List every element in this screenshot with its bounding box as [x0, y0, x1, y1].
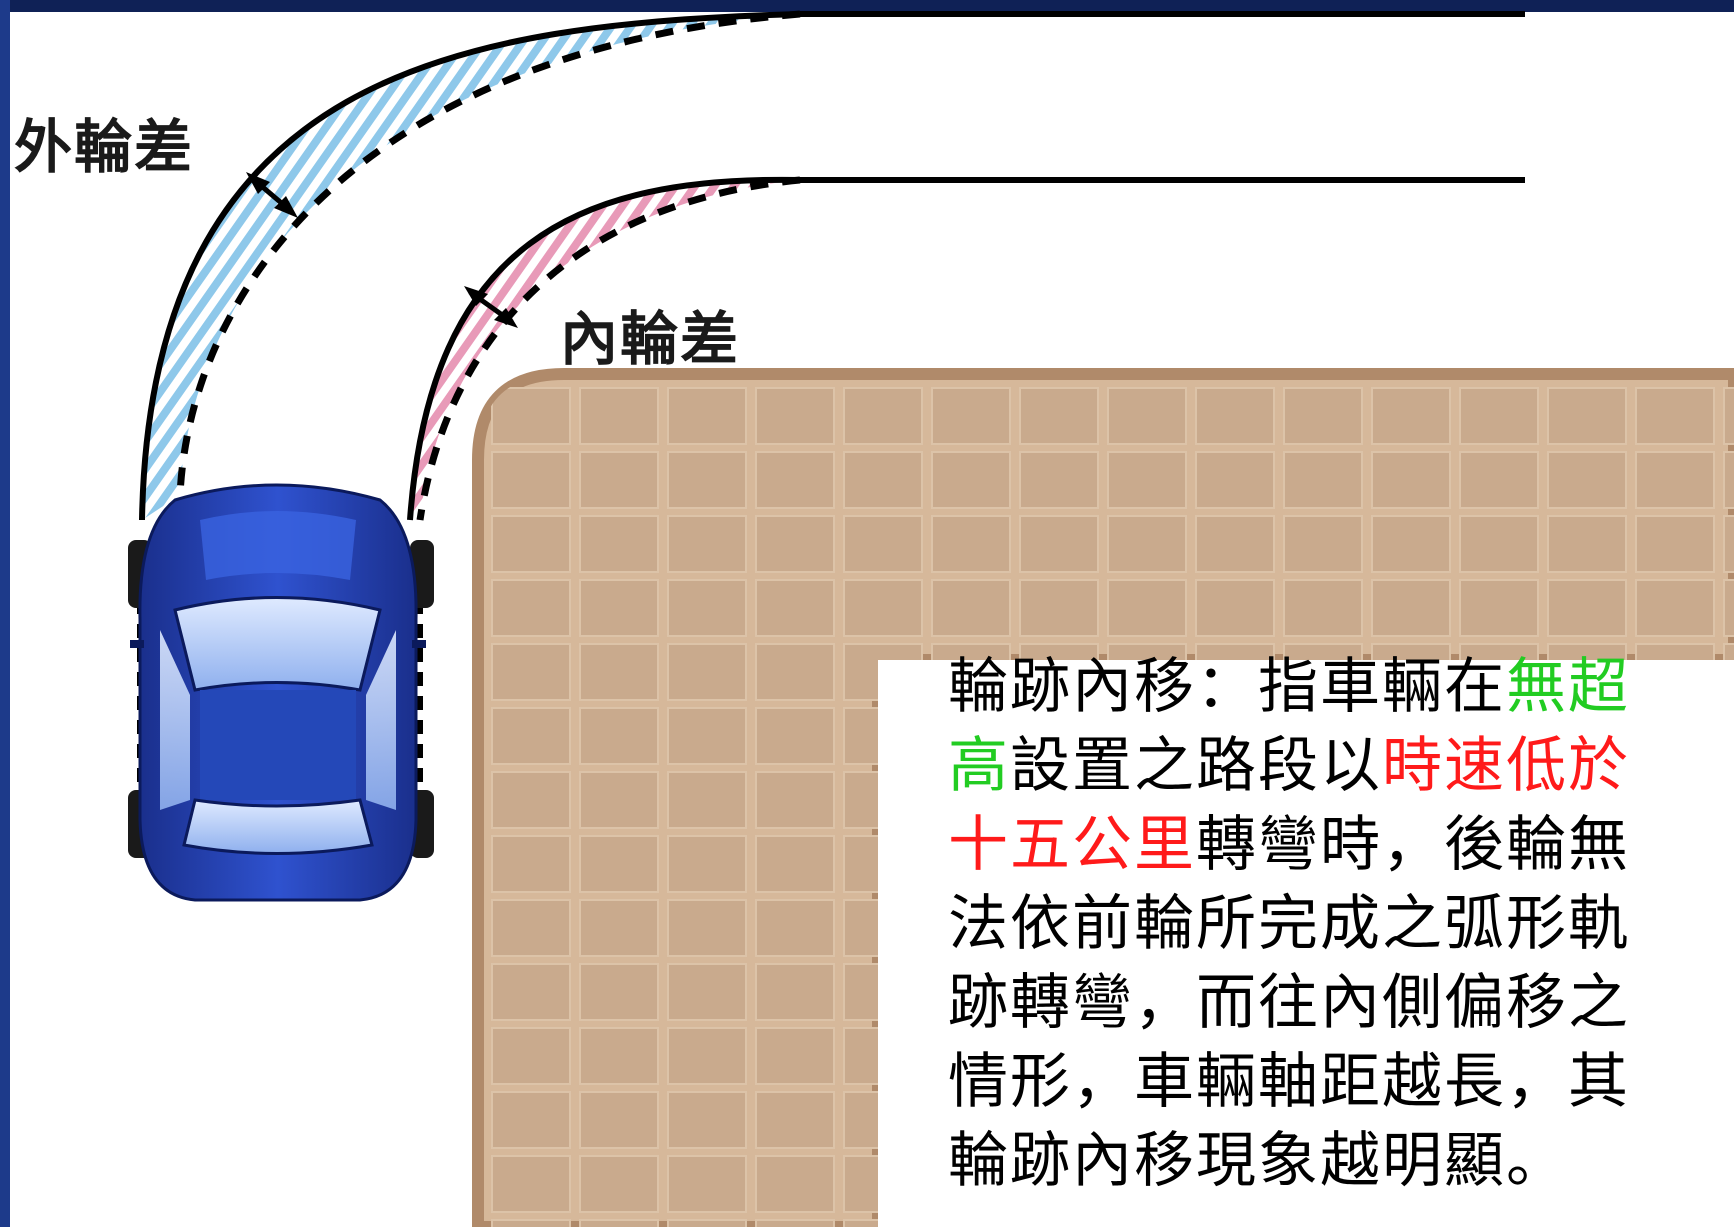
description-segment: 跡轉彎，而往內側偏移之 — [948, 968, 1630, 1038]
description-text: 輪跡內移：指車輛在無超高設置之路段以時速低於十五公里轉彎時，後輪無法依前輪所完成… — [948, 648, 1668, 1201]
description-segment: 設置之路段以 — [1010, 731, 1382, 801]
car-top-view-icon — [128, 483, 434, 902]
description-segment: 輪跡內移：指車輛在 — [948, 652, 1506, 722]
description-line: 輪跡內移：指車輛在無超 — [948, 648, 1668, 727]
description-line: 高設置之路段以時速低於 — [948, 727, 1668, 806]
description-segment: 無超 — [1506, 652, 1630, 722]
top-frame — [0, 0, 1734, 12]
outer-wheel-difference-label: 外輪差 — [14, 113, 195, 181]
description-line: 十五公里轉彎時，後輪無 — [948, 806, 1668, 885]
description-line: 法依前輪所完成之弧形軌 — [948, 885, 1668, 964]
description-segment: 轉彎時，後輪無 — [1196, 810, 1630, 880]
description-segment: 高 — [948, 731, 1010, 801]
description-segment: 時速低於 — [1382, 731, 1630, 801]
double-arrow-icon — [246, 172, 298, 218]
description-line: 跡轉彎，而往內側偏移之 — [948, 964, 1668, 1043]
description-segment: 輪跡內移現象越明顯。 — [948, 1126, 1568, 1196]
inner-wheel-difference-label: 內輪差 — [560, 305, 741, 373]
left-frame — [0, 0, 10, 1227]
outer-rear-track — [176, 10, 801, 496]
inner-front-track — [407, 176, 801, 521]
description-segment: 十五公里 — [948, 810, 1196, 880]
description-segment: 情形，車輛軸距越長，其 — [948, 1047, 1630, 1117]
outer-front-track — [139, 11, 801, 521]
double-arrow-icon — [464, 286, 518, 328]
description-segment: 法依前輪所完成之弧形軌 — [948, 889, 1630, 959]
description-card — [878, 660, 1734, 1227]
description-line: 輪跡內移現象越明顯。 — [948, 1122, 1668, 1201]
outer-difference-band — [142, 14, 800, 520]
description-line: 情形，車輛軸距越長，其 — [948, 1043, 1668, 1122]
